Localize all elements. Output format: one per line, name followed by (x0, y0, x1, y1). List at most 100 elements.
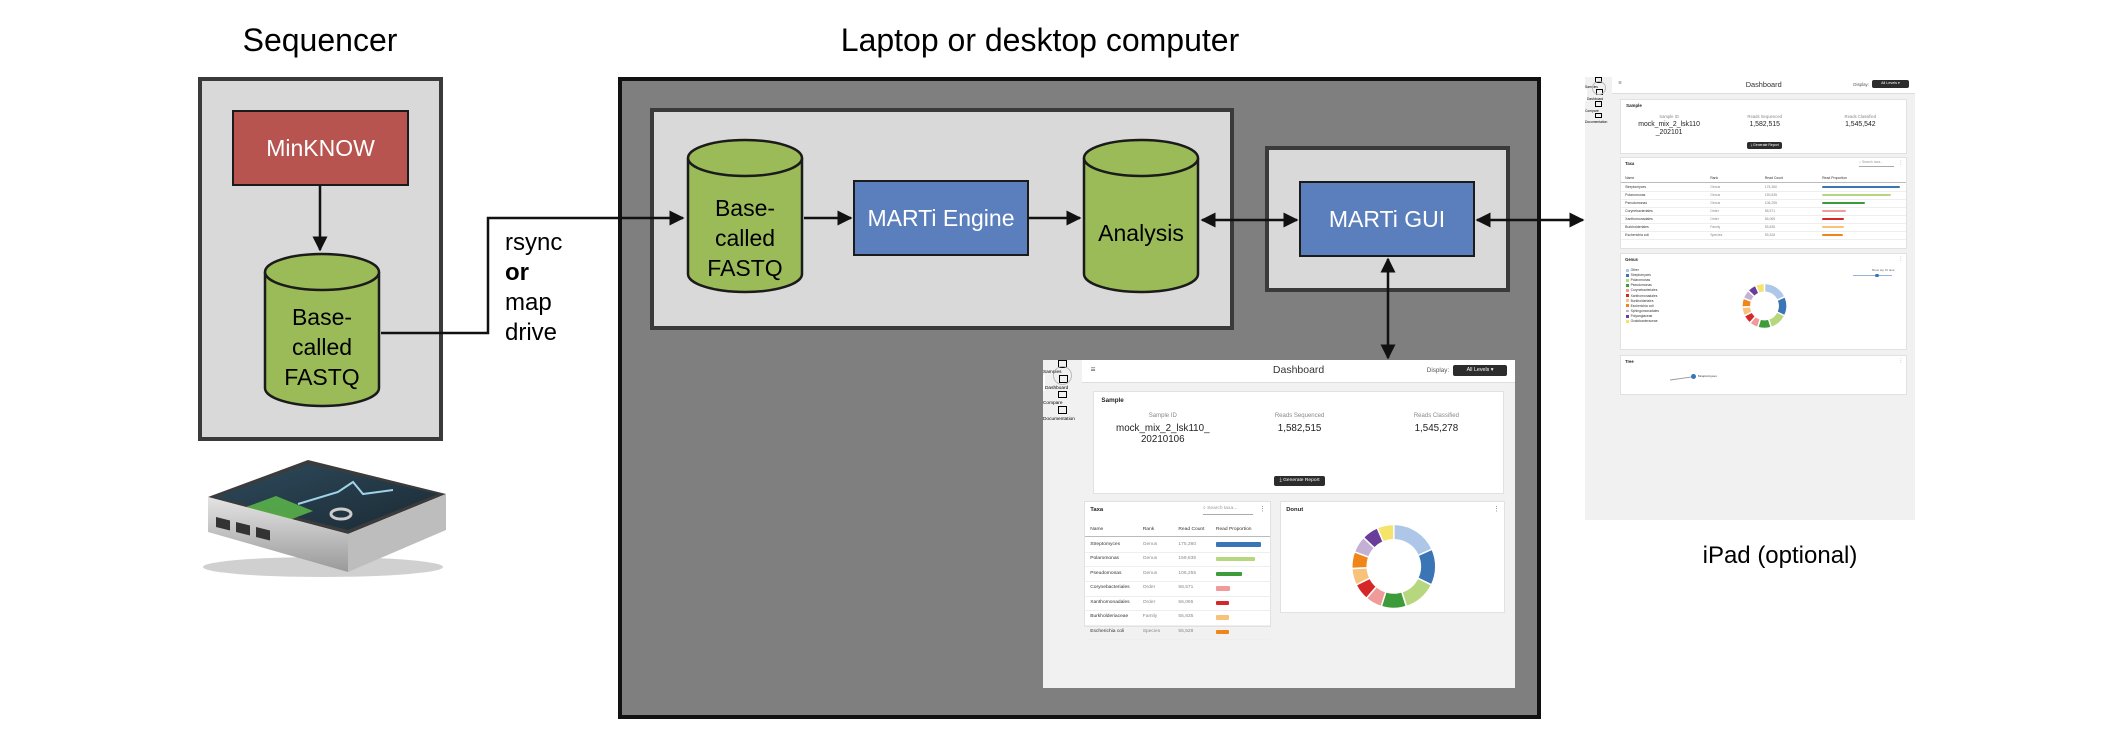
legend-swatch (1626, 294, 1630, 298)
taxon-read-count: 56,065 (1178, 599, 1194, 605)
nav-icon (1058, 390, 1068, 399)
fastq-label-line: Base- (714, 195, 776, 221)
transfer-line-rsync: rsync (505, 229, 563, 256)
legend-item: Polaromonas (1626, 278, 1650, 282)
column-header[interactable]: Read Proportion (1822, 175, 1847, 180)
fastq-label-line: FASTQ (284, 364, 360, 390)
taxa-more-icon[interactable]: ⋮ (1259, 506, 1266, 514)
column-header[interactable]: Read Proportion (1215, 526, 1252, 532)
column-header[interactable]: Rank (1142, 526, 1155, 532)
read-proportion-bar (1215, 571, 1243, 576)
tree-more-icon[interactable]: ⋮ (1898, 359, 1904, 365)
sidebar-item-documentation[interactable]: Documentation (1585, 112, 1612, 124)
taxon-rank: Order (1142, 585, 1156, 591)
logo-icon (1591, 80, 1606, 95)
display-level-select[interactable]: All Levels ▾ (1871, 80, 1910, 89)
legend-swatch (1626, 273, 1630, 277)
sample-card-title: Sample (1626, 103, 1642, 109)
legend-label: Polaromonas (1630, 278, 1651, 283)
donut-chart (1350, 524, 1437, 610)
taxon-read-count: 55,835 (1178, 614, 1194, 620)
sidebar-item-compare[interactable]: Compare (1585, 100, 1612, 113)
legend-label: Corynebacteriales (1630, 288, 1658, 293)
display-level-select[interactable]: All Levels ▾ (1453, 364, 1507, 377)
taxa-table-header: Name Rank Read Count Read Proportion (1621, 174, 1907, 183)
donut-more-icon[interactable]: ⋮ (1493, 506, 1500, 514)
donut-card-title: Donut (1286, 506, 1304, 513)
legend-item: Pseudomonas (1626, 283, 1652, 287)
nav-label: Dashboard (1587, 96, 1604, 101)
menu-icon[interactable]: ≡ (1090, 364, 1096, 375)
column-header[interactable]: Name (1625, 175, 1635, 180)
read-proportion-bar (1215, 615, 1230, 620)
taxon-read-count: 159,835 (1178, 556, 1197, 562)
legend-swatch (1626, 304, 1630, 308)
taxon-name: Corynebacteriales (1625, 208, 1653, 213)
top-taxa-slider[interactable] (1853, 273, 1893, 278)
taxon-read-count: 175,360 (1178, 541, 1197, 547)
taxon-read-count: 55,528 (1764, 232, 1776, 237)
sample-stat-label: Sample ID (1148, 412, 1177, 419)
sidebar-item-compare[interactable]: Compare (1043, 390, 1082, 406)
taxon-name: Streptomyces (1625, 184, 1647, 189)
taxon-rank: Genus (1710, 192, 1721, 197)
legend-label: Polyangiaceae (1630, 313, 1653, 318)
read-proportion-bar (1822, 217, 1844, 221)
taxon-rank: Species (1710, 232, 1723, 237)
generate-report-button[interactable]: ⤓ Generate Report (1747, 141, 1783, 149)
analysis-label: Analysis (1098, 220, 1184, 246)
column-header[interactable]: Read Count (1764, 175, 1783, 180)
legend-label: Burkholderiales (1630, 298, 1654, 303)
slider-handle[interactable] (1874, 273, 1879, 278)
taxa-card: Taxa ⌕ Search taxa... ⋮ Name Rank Read Count R… (1083, 501, 1272, 641)
taxa-search-input[interactable]: ⌕ Search taxa... (1859, 160, 1895, 168)
dashboard-title: Dashboard (1272, 364, 1325, 377)
generate-report-button[interactable]: ⤓ Generate Report (1274, 475, 1325, 486)
taxon-read-count: 58,571 (1178, 585, 1194, 591)
nav-label: Samples (1043, 370, 1062, 376)
column-header[interactable]: Read Count (1178, 526, 1205, 532)
taxon-rank: Genus (1142, 541, 1158, 547)
sidebar-item-documentation[interactable]: Documentation (1043, 406, 1082, 422)
legend-item: Burkholderiales (1626, 298, 1654, 303)
taxa-search-input[interactable]: ⌕ Search taxa... (1203, 505, 1254, 515)
ipad-title: iPad (optional) (1702, 542, 1858, 569)
transfer-label: rsync or map drive (505, 228, 562, 348)
menu-icon[interactable]: ≡ (1618, 79, 1622, 86)
taxon-rank: Family (1710, 224, 1721, 229)
legend-swatch (1626, 289, 1630, 293)
taxon-name: Burkholderiales (1625, 224, 1649, 229)
legend-swatch (1626, 309, 1630, 313)
column-header[interactable]: Name (1090, 526, 1104, 532)
column-header[interactable]: Rank (1710, 175, 1719, 180)
sample-stat-label: Sample ID (1659, 114, 1679, 120)
legend-label: Sphingomonadales (1630, 308, 1660, 313)
legend-item: Other (1626, 268, 1639, 272)
donut-card-title: Genus (1625, 257, 1638, 263)
taxa-more-icon[interactable]: ⋮ (1898, 161, 1904, 167)
tree-node[interactable] (1690, 374, 1696, 380)
nav-label: Documentation (1043, 416, 1075, 422)
sample-card-title: Sample (1101, 397, 1124, 405)
taxon-read-count: 58,571 (1764, 208, 1776, 213)
taxa-card-title: Taxa (1090, 506, 1104, 513)
donut-more-icon[interactable]: ⋮ (1898, 257, 1904, 263)
taxon-read-count: 175,360 (1764, 184, 1778, 189)
